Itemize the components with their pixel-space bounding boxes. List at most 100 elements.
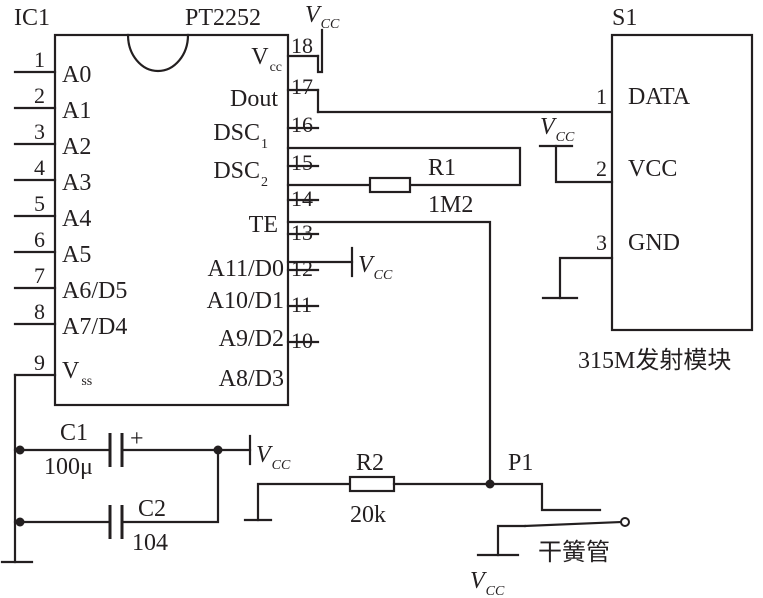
c1-value: 100μ [44, 454, 93, 480]
pin-number: 8 [34, 299, 45, 324]
pin-number: 7 [34, 263, 45, 288]
ic1-notch [126, 33, 190, 73]
ic1-right-pin-numbers: 18 17 16 15 14 13 12 11 10 [291, 33, 313, 353]
vcc-subscript: CC [486, 584, 505, 598]
s1-pin-number: 2 [596, 156, 607, 181]
vcc-subscript: CC [272, 458, 291, 473]
s1-module: S1 1 DATA 2 VCC 3 GND 315M发射模块 [578, 5, 754, 374]
s1-vcc-net: VCC [538, 114, 614, 184]
ic1-part-number: PT2252 [185, 5, 261, 31]
pin-label: A3 [62, 170, 91, 196]
ic1-left-leads [13, 70, 57, 377]
s1-pin-label: DATA [628, 84, 691, 110]
pin-number: 2 [34, 83, 45, 108]
s1-caption: 315M发射模块 [578, 347, 731, 374]
pin-number: 4 [34, 155, 45, 180]
pin-label: A10/D1 [207, 288, 284, 314]
reed-switch-label: 干簧管 [538, 539, 610, 566]
pin-label: A9/D2 [219, 326, 284, 352]
pin-label: A7/D4 [62, 314, 127, 340]
ic1-body [53, 33, 290, 407]
capacitor-c2: C2 104 [18, 448, 220, 556]
r2-network: R2 20k [243, 450, 492, 528]
pin-number: 12 [291, 256, 313, 281]
ic1-ref: IC1 [14, 5, 50, 31]
c1-ref: C1 [60, 420, 88, 446]
te-line [286, 220, 492, 484]
vcc-main: V [540, 114, 557, 140]
pin-label: A8/D3 [219, 366, 284, 392]
r2-ref: R2 [356, 450, 384, 476]
pin-number: 5 [34, 191, 45, 216]
vcc-label-reed: VCC [470, 568, 505, 598]
s1-body [610, 33, 754, 332]
vcc-label-s1: VCC [540, 114, 575, 145]
s1-pin-number: 3 [596, 230, 607, 255]
ic1: IC1 PT2252 [14, 5, 290, 407]
pin-label-subscript: 2 [261, 175, 268, 190]
r1-network: R1 1M2 [286, 146, 522, 218]
vcc-subscript: CC [321, 17, 340, 32]
resistor-r1 [368, 176, 412, 194]
reed-switch-blade [523, 520, 624, 528]
pin-label-dsc1: DSC1 [213, 120, 268, 152]
capacitor-c1: + C1 100μ VCC [18, 420, 291, 480]
s1-gnd-net [541, 256, 614, 300]
vcc-subscript: CC [556, 130, 575, 145]
reed-switch-contact [488, 482, 602, 512]
c2-value: 104 [132, 530, 168, 556]
reed-switch-network: P1 干簧管 VCC [470, 450, 630, 598]
pin-label-subscript: cc [270, 60, 282, 75]
pin-label-dsc2: DSC2 [213, 158, 268, 190]
vcc-main: V [305, 2, 322, 28]
pin-number: 1 [34, 47, 45, 72]
pin-label: TE [249, 212, 278, 238]
pin-label-subscript: 1 [261, 137, 268, 152]
ic1-right-pin-labels: Vcc Dout DSC1 DSC2 TE A11/D0 A10/D1 A9/D… [207, 44, 284, 392]
vcc-net-pin18: VCC [305, 2, 340, 74]
vcc-label-pin18: VCC [305, 2, 340, 32]
vcc-label-pin13: VCC [358, 252, 393, 283]
c1-polarity: + [130, 426, 144, 452]
vcc-main: V [256, 442, 273, 468]
r1-value: 1M2 [428, 192, 473, 218]
vcc-label-c1: VCC [256, 442, 291, 473]
pin-label: A0 [62, 62, 91, 88]
vss-rail [0, 373, 34, 564]
pin-label: A4 [62, 206, 91, 232]
vcc-subscript: CC [374, 268, 393, 283]
s1-pin-label: GND [628, 230, 680, 256]
pin-number: 16 [291, 112, 313, 137]
pin-label: A5 [62, 242, 91, 268]
p1-ref: P1 [508, 450, 533, 476]
ic1-right-leads [286, 54, 320, 344]
pin-label: A2 [62, 134, 91, 160]
pin-number: 10 [291, 328, 313, 353]
pin-number: 15 [291, 150, 313, 175]
pin-number: 17 [291, 74, 313, 99]
ic1-left-pin-numbers: 1 2 3 4 5 6 7 8 9 [34, 47, 45, 375]
pin-number: 14 [291, 186, 313, 211]
vcc-net-pin13: VCC [286, 246, 393, 283]
vcc-main: V [470, 568, 487, 594]
vcc-main: V [358, 252, 375, 278]
pin-number: 9 [34, 350, 45, 375]
s1-ref: S1 [612, 5, 637, 31]
pin-label: A6/D5 [62, 278, 127, 304]
reed-switch-terminal [620, 517, 630, 527]
pin-label-main: DSC [213, 158, 260, 184]
pin-label-main: V [251, 44, 269, 70]
pin-number: 11 [291, 292, 312, 317]
pin-label-main: V [62, 358, 80, 384]
pin-label: A11/D0 [208, 256, 284, 282]
pin-number: 3 [34, 119, 45, 144]
pin-label-subscript: ss [81, 374, 92, 389]
s1-pin-number: 1 [596, 84, 607, 109]
pin-number: 18 [291, 33, 313, 58]
pin-label-vcc: Vcc [251, 44, 282, 75]
pin-label: Dout [230, 86, 278, 112]
pin-number: 6 [34, 227, 45, 252]
